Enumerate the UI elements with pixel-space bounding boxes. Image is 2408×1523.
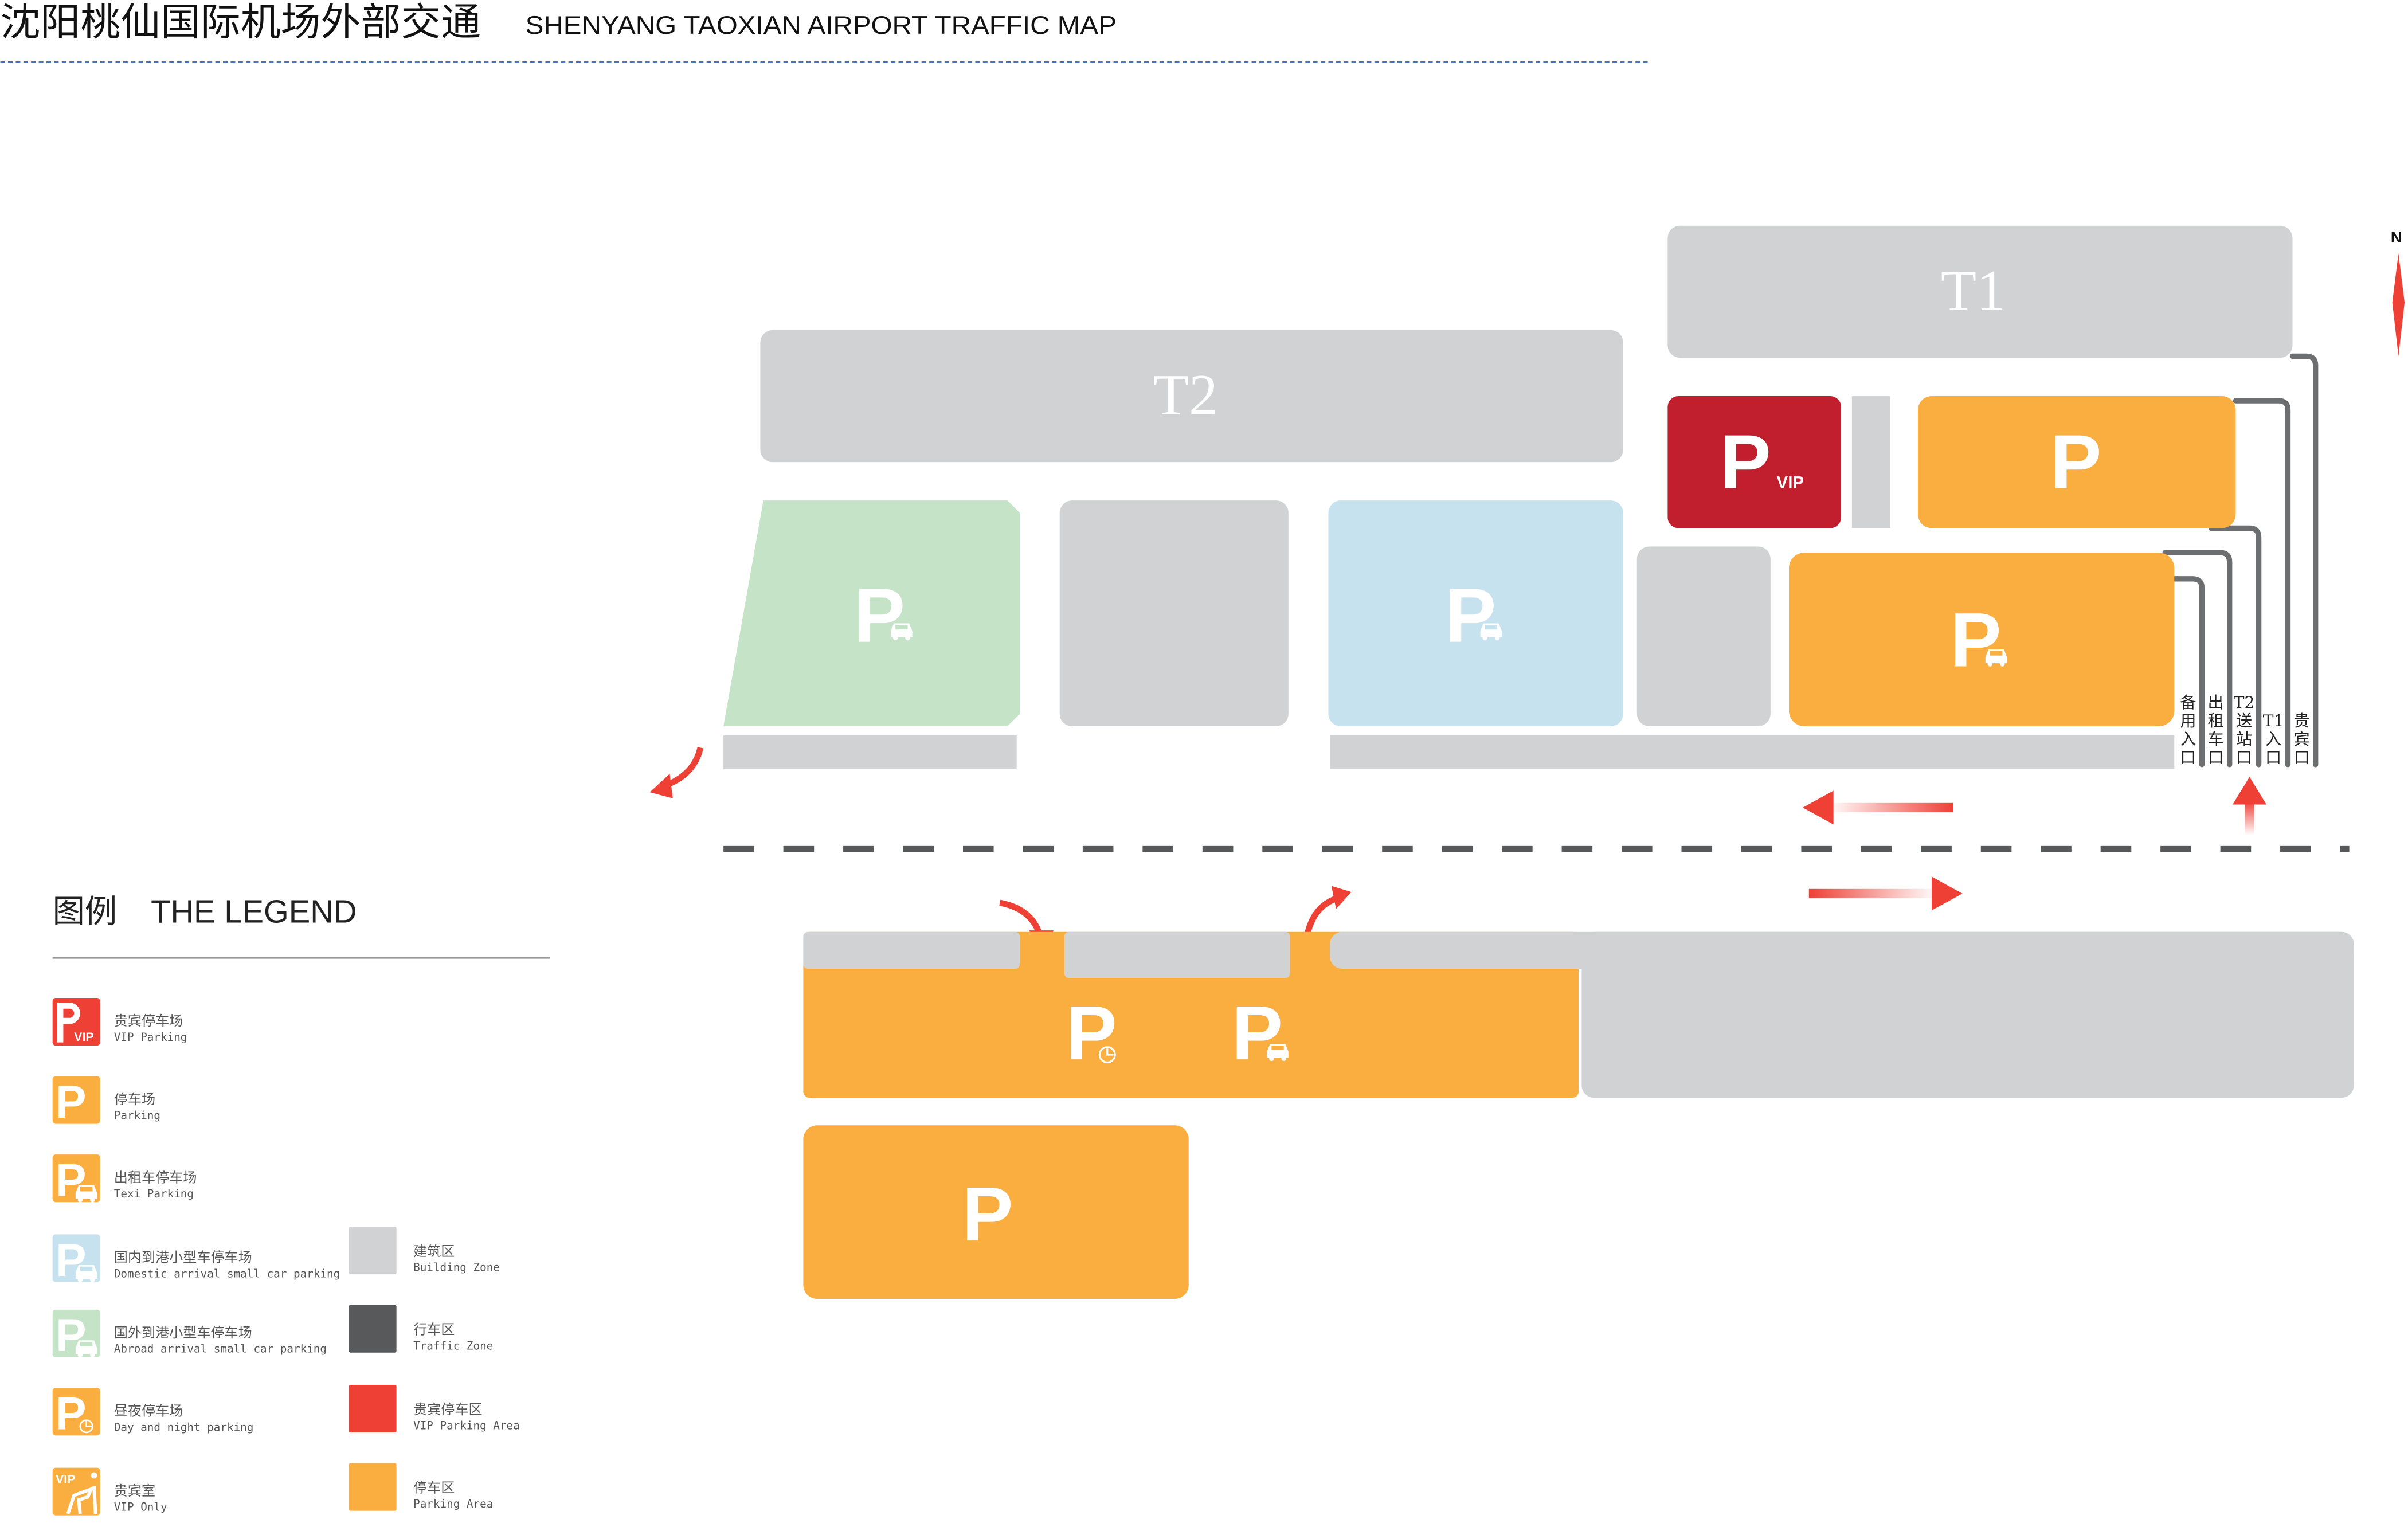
legend-label-cn: 贵宾停车场 (114, 1013, 183, 1029)
title-en: SHENYANG TAOXIAN AIRPORT TRAFFIC MAP (526, 11, 1117, 40)
legend-item-day-night-parking: P 昼夜停车场 Day and night parking (52, 1388, 254, 1440)
entrance-label-vip: 贵宾口 (2294, 711, 2310, 767)
building-south-2 (1064, 931, 1290, 978)
legend-label-en: Parking Area (413, 1497, 493, 1510)
legend-label-en: Building Zone (413, 1261, 500, 1274)
entrance-roads (2162, 353, 2319, 768)
vip-parking-p-glyph (57, 1003, 80, 1043)
legend-item-vip-parking: VIP 贵宾停车场 VIP Parking (52, 997, 187, 1046)
legend-item-vip-room: VIP 贵宾室 VIP Only (52, 1467, 167, 1516)
north-compass: N (2391, 229, 2405, 357)
legend-label-cn: 昼夜停车场 (114, 1403, 183, 1419)
legend-label-en: Domestic arrival small car parking (114, 1267, 340, 1280)
abroad-parking-p: P (854, 573, 905, 659)
building-strip-west (723, 735, 1017, 769)
legend-zone-building: 建筑区 Building Zone (349, 1227, 500, 1275)
entrance-label-taxi: 出租车口 (2208, 693, 2224, 767)
legend-zone-vip: 贵宾停车区 VIP Parking Area (349, 1384, 520, 1432)
domestic-parking-p: P (1445, 573, 1496, 659)
legend-label-en: Texi Parking (114, 1187, 194, 1200)
parking-icon (52, 1076, 100, 1124)
arrow-left-icon (1803, 790, 1953, 825)
day-night-parking-p: P (1066, 990, 1117, 1076)
terminal-t2-label: T2 (1153, 363, 1218, 428)
parking-lot-t1-p: P (2050, 420, 2101, 505)
terminal-t2[interactable] (760, 330, 1623, 463)
building-south-big (1581, 931, 2354, 1098)
legend-title-en: THE LEGEND (151, 894, 357, 930)
taxi-parking-p: P (1950, 597, 2001, 683)
legend-label-cn: 建筑区 (413, 1243, 455, 1259)
day-night-parking-icon (52, 1388, 100, 1436)
legend-label-cn: 停车场 (114, 1091, 155, 1107)
svg-text:VIP: VIP (56, 1472, 76, 1486)
entrance-label-spare: 备用入口 (2180, 693, 2196, 767)
parking-lot-south[interactable] (803, 1125, 1189, 1299)
building-small (1851, 396, 1890, 528)
vip-parking-p: P (1720, 420, 1771, 505)
legend: 图例 THE LEGEND VIP 贵宾停车场 VIP Parking P 停车… (52, 894, 550, 1516)
taxi-parking-south-p: P (1232, 990, 1283, 1076)
legend-label-cn: 贵宾室 (114, 1483, 155, 1499)
building-strip-east (1330, 735, 2175, 769)
abroad-arrival-parking[interactable] (723, 500, 1020, 726)
building-south-1 (803, 931, 1020, 969)
legend-zone-parking: 停车区 Parking Area (349, 1463, 493, 1511)
day-night-parking-lot[interactable] (803, 931, 1579, 1098)
building-mid (1059, 500, 1289, 726)
legend-label-en: VIP Parking Area (413, 1419, 520, 1432)
north-label: N (2391, 229, 2402, 246)
traffic-zone-swatch (349, 1305, 397, 1353)
vip-tag: VIP (74, 1030, 94, 1044)
vip-parking-icon (52, 997, 100, 1046)
terminal-t1-label: T1 (1941, 259, 2006, 323)
arrow-right-icon (1808, 876, 1963, 911)
legend-title-cn: 图例 (53, 894, 117, 930)
domestic-arrival-parking[interactable] (1328, 500, 1623, 726)
legend-label-en: Day and night parking (114, 1420, 254, 1434)
title-cn: 沈阳桃仙国际机场外部交通 (1, 1, 481, 44)
legend-label-en: Traffic Zone (413, 1339, 493, 1352)
legend-item-parking: P 停车场 Parking (52, 1076, 160, 1128)
legend-label-en: Abroad arrival small car parking (114, 1342, 327, 1356)
curved-arrow-out-icon (1303, 886, 1352, 937)
parking-lot-south-p: P (962, 1172, 1013, 1257)
building-zone-swatch (349, 1227, 397, 1275)
legend-label-en: VIP Only (114, 1501, 167, 1514)
compass-needle-icon (2392, 253, 2405, 357)
vip-parking-lot[interactable] (1667, 396, 1842, 528)
parking-zone-swatch (349, 1463, 397, 1511)
legend-label-cn: 行车区 (413, 1322, 455, 1338)
clock-icon (1098, 1046, 1116, 1064)
svg-text:P: P (56, 1076, 87, 1128)
legend-label-cn: 停车区 (413, 1479, 455, 1495)
legend-label-cn: 国外到港小型车停车场 (114, 1325, 252, 1341)
vip-zone-swatch (349, 1384, 397, 1432)
svg-text:P: P (56, 1388, 87, 1440)
vip-room-icon (52, 1467, 100, 1516)
legend-label-en: Parking (114, 1109, 160, 1122)
legend-item-domestic-parking: P 国内到港小型车停车场 Domestic arrival small car … (52, 1234, 340, 1286)
vip-parking-tag: VIP (1777, 473, 1804, 492)
legend-label-cn: 出租车停车场 (114, 1169, 197, 1185)
legend-item-abroad-parking: P 国外到港小型车停车场 Abroad arrival small car pa… (52, 1309, 327, 1361)
legend-label-cn: 国内到港小型车停车场 (114, 1250, 252, 1266)
curved-arrow-west-icon (649, 747, 704, 798)
terminal-t1[interactable] (1667, 225, 2293, 358)
building-east (1636, 546, 1771, 726)
arrow-up-icon (2233, 777, 2266, 836)
taxi-parking-lot[interactable] (1788, 553, 2175, 726)
legend-label-cn: 贵宾停车区 (413, 1401, 482, 1418)
parking-lot-t1[interactable] (1917, 396, 2236, 528)
legend-label-en: VIP Parking (114, 1031, 187, 1044)
legend-zone-traffic: 行车区 Traffic Zone (349, 1305, 493, 1353)
legend-item-taxi-parking: P 出租车停车场 Texi Parking (52, 1154, 197, 1206)
